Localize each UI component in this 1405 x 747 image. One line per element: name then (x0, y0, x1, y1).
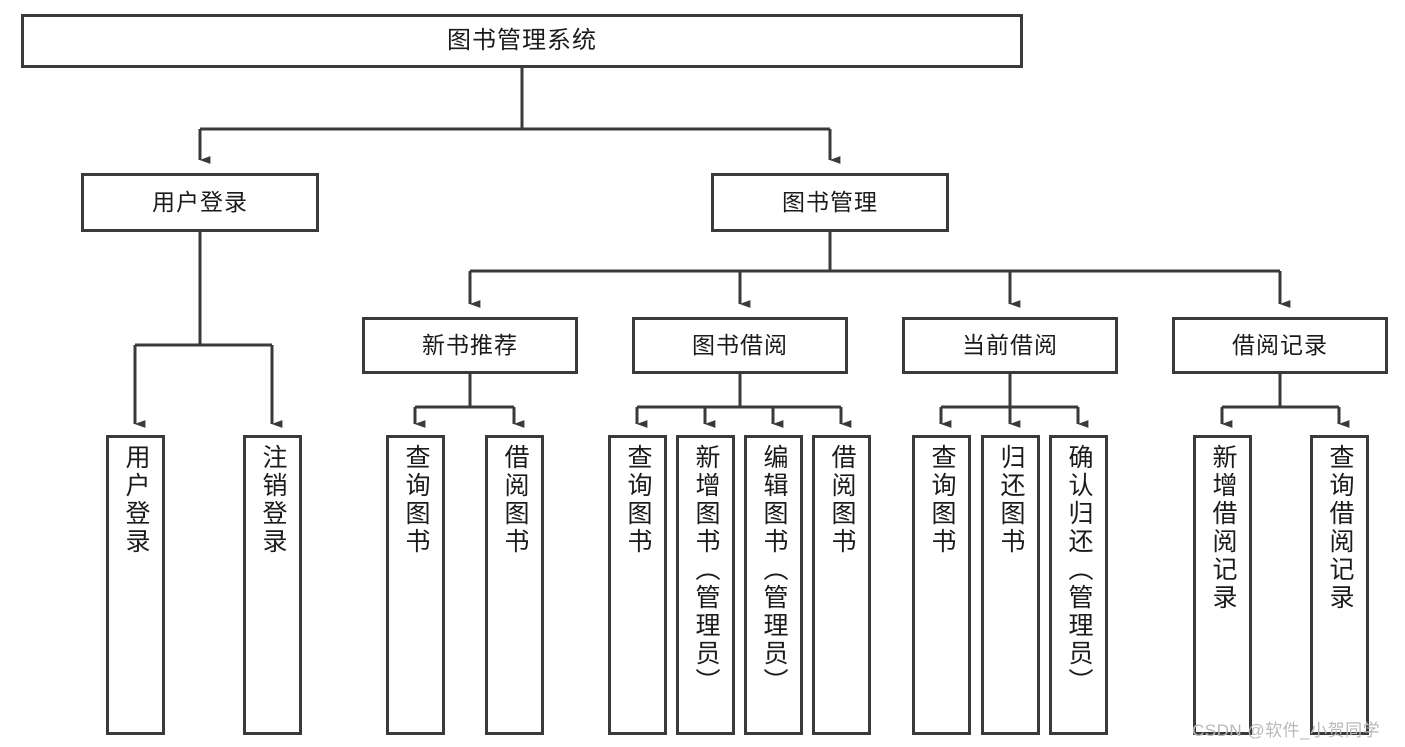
leaf-query-book-1[interactable]: 查询图书 (386, 435, 445, 735)
node-current-borrow-label: 当前借阅 (962, 332, 1058, 359)
leaf-return-book-label: 归还图书 (997, 444, 1025, 556)
leaf-edit-book[interactable]: 编辑图书（管理员） (744, 435, 803, 735)
leaf-add-book-label: 新增图书（管理员） (692, 444, 720, 696)
leaf-logout-label: 注销登录 (259, 444, 287, 556)
leaf-borrow-book-2-label: 借阅图书 (828, 444, 856, 556)
node-book-borrow[interactable]: 图书借阅 (632, 317, 848, 374)
leaf-edit-book-label: 编辑图书（管理员） (760, 444, 788, 696)
node-user-login[interactable]: 用户登录 (81, 173, 319, 232)
leaf-return-book[interactable]: 归还图书 (981, 435, 1040, 735)
leaf-query-book-3-label: 查询图书 (928, 444, 956, 556)
leaf-add-record[interactable]: 新增借阅记录 (1193, 435, 1252, 735)
leaf-user-login[interactable]: 用户登录 (106, 435, 165, 735)
leaf-query-record-label: 查询借阅记录 (1326, 444, 1354, 612)
leaf-query-book-2-label: 查询图书 (624, 444, 652, 556)
leaf-query-book-1-label: 查询图书 (402, 444, 430, 556)
leaf-add-book[interactable]: 新增图书（管理员） (676, 435, 735, 735)
node-book-manage[interactable]: 图书管理 (711, 173, 949, 232)
leaf-query-book-3[interactable]: 查询图书 (912, 435, 971, 735)
node-book-borrow-label: 图书借阅 (692, 332, 788, 359)
leaf-query-book-2[interactable]: 查询图书 (608, 435, 667, 735)
node-book-manage-label: 图书管理 (782, 189, 878, 216)
leaf-confirm-return[interactable]: 确认归还（管理员） (1049, 435, 1108, 735)
node-new-book-recommend[interactable]: 新书推荐 (362, 317, 578, 374)
leaf-borrow-book-1-label: 借阅图书 (501, 444, 529, 556)
leaf-logout[interactable]: 注销登录 (243, 435, 302, 735)
leaf-borrow-book-2[interactable]: 借阅图书 (812, 435, 871, 735)
leaf-borrow-book-1[interactable]: 借阅图书 (485, 435, 544, 735)
node-root-label: 图书管理系统 (447, 27, 597, 55)
node-user-login-label: 用户登录 (152, 189, 248, 216)
node-current-borrow[interactable]: 当前借阅 (902, 317, 1118, 374)
leaf-query-record[interactable]: 查询借阅记录 (1310, 435, 1369, 735)
node-borrow-record[interactable]: 借阅记录 (1172, 317, 1388, 374)
watermark: CSDN @软件_小贺同学 (1192, 721, 1381, 740)
leaf-add-record-label: 新增借阅记录 (1209, 444, 1237, 612)
node-borrow-record-label: 借阅记录 (1232, 332, 1328, 359)
leaf-user-login-label: 用户登录 (122, 444, 150, 556)
node-new-book-recommend-label: 新书推荐 (422, 332, 518, 359)
leaf-confirm-return-label: 确认归还（管理员） (1065, 444, 1093, 696)
node-root[interactable]: 图书管理系统 (21, 14, 1023, 68)
